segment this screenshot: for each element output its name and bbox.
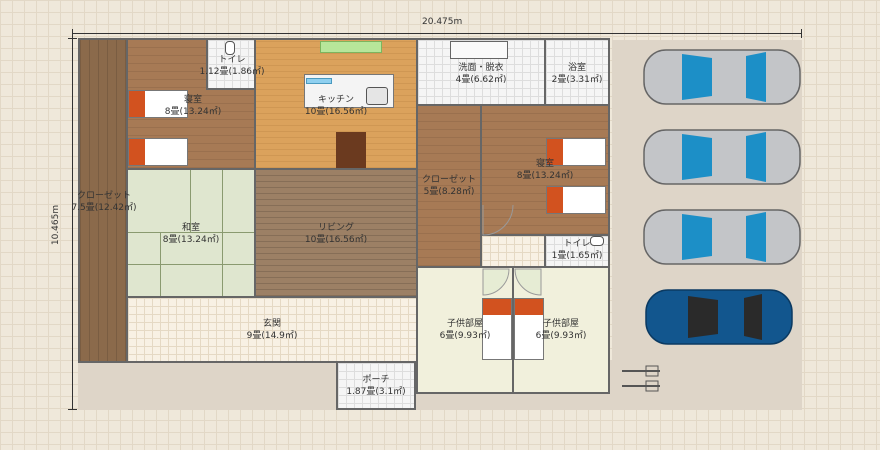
room-name: トイレ <box>218 55 246 65</box>
room-name: キッチン <box>317 95 354 105</box>
kitchen-cabinet <box>320 41 382 53</box>
room-name: 子供部屋 <box>542 319 580 329</box>
entrance[interactable] <box>126 296 418 363</box>
height-dimension-tick-top <box>68 38 77 39</box>
entrance-label: 玄関 9畳(14.9㎡) <box>247 318 298 342</box>
tatami-line <box>128 232 254 233</box>
pillow <box>547 187 563 213</box>
room-name: トイレ <box>563 239 591 249</box>
door-swing-icon <box>482 268 510 296</box>
room-name: クローゼット <box>76 191 132 201</box>
height-dimension-tick-bottom <box>68 409 77 410</box>
sink-icon <box>306 78 332 84</box>
kitchen-label: キッチン 10畳(16.56㎡) <box>305 94 367 118</box>
bicycle-icon <box>622 380 660 392</box>
width-dimension-label: 20.475m <box>422 17 463 27</box>
room-area: 8畳(13.24㎡) <box>516 171 574 181</box>
room-area: 5畳(8.28㎡) <box>423 187 475 197</box>
tatami-line <box>222 170 223 232</box>
bed-icon <box>546 186 606 214</box>
pillow <box>483 299 511 315</box>
closet-center-label: クローゼット 5畳(8.28㎡) <box>422 174 476 198</box>
kids-room-2-label: 子供部屋 6畳(9.93㎡) <box>536 318 587 342</box>
room-name: 子供部屋 <box>446 319 484 329</box>
living[interactable] <box>254 168 418 298</box>
room-area: 4畳(6.62㎡) <box>455 75 507 85</box>
porch-label: ポーチ 1.87畳(3.1㎡) <box>346 374 405 398</box>
room-area: 8畳(13.24㎡) <box>164 107 222 117</box>
porch[interactable] <box>336 361 416 410</box>
height-dimension-line <box>72 38 73 410</box>
bathroom[interactable] <box>544 38 610 106</box>
pillow <box>547 139 563 165</box>
closet-left-label: クローゼット 7.5畳(12.42㎡) <box>71 190 136 214</box>
width-dimension-line <box>72 33 802 34</box>
bedroom-2[interactable] <box>480 104 610 236</box>
bed-icon <box>514 298 544 360</box>
room-name: 寝室 <box>183 95 203 105</box>
room-area: 6畳(9.93㎡) <box>439 331 491 341</box>
bicycle-icon <box>622 365 660 377</box>
wash-basin-icon <box>450 41 508 59</box>
room-name: 和室 <box>181 223 201 233</box>
toilet-2-label: トイレ 1畳(1.65㎡) <box>552 238 603 262</box>
washroom-label: 洗面・脱衣 4畳(6.62㎡) <box>456 62 507 86</box>
bedroom-1-label: 寝室 8畳(13.24㎡) <box>165 94 222 118</box>
car-icon <box>643 129 801 185</box>
tatami-line <box>160 233 161 296</box>
bed-icon <box>128 138 188 166</box>
car-icon <box>643 49 801 105</box>
room-name: 玄関 <box>262 319 282 329</box>
pillow <box>129 139 145 165</box>
door-swing-icon <box>514 268 542 296</box>
tatami-line <box>222 233 223 296</box>
room-area: 6畳(9.93㎡) <box>535 331 587 341</box>
room-area: 7.5畳(12.42㎡) <box>71 203 137 213</box>
room-area: 2畳(3.31㎡) <box>551 75 603 85</box>
car-icon <box>645 289 793 345</box>
room-area: 1.87畳(3.1㎡) <box>346 387 406 397</box>
room-area: 10畳(16.56㎡) <box>304 107 368 117</box>
living-label: リビング 10畳(16.56㎡) <box>305 222 367 246</box>
room-area: 10畳(16.56㎡) <box>304 235 368 245</box>
tatami-line <box>128 264 254 265</box>
dining-table <box>336 132 366 168</box>
door-swing-icon <box>482 204 514 236</box>
height-dimension-label: 10.465m <box>51 204 62 246</box>
room-name: ポーチ <box>362 375 390 385</box>
washitsu-label: 和室 8畳(13.24㎡) <box>163 222 220 246</box>
room-area: 8畳(13.24㎡) <box>162 235 220 245</box>
room-name: 寝室 <box>535 159 555 169</box>
bed-icon <box>546 138 606 166</box>
room-name: クローゼット <box>421 175 477 185</box>
tatami-line <box>190 170 191 232</box>
room-area: 1畳(1.65㎡) <box>551 251 603 261</box>
car-icon <box>643 209 801 265</box>
hallway[interactable] <box>480 234 546 268</box>
pillow <box>515 299 543 315</box>
room-area: 1.12畳(1.86㎡) <box>199 67 265 77</box>
room-name: リビング <box>317 223 354 233</box>
width-dimension-tick-right <box>801 29 802 38</box>
bath-label: 浴室 2畳(3.31㎡) <box>552 62 603 86</box>
stove-icon <box>366 87 388 105</box>
bed-icon <box>128 90 188 118</box>
toilet-icon <box>590 236 604 246</box>
room-name: 洗面・脱衣 <box>458 63 504 73</box>
room-name: 浴室 <box>567 63 587 73</box>
width-dimension-tick-left <box>72 29 73 38</box>
room-area: 9畳(14.9㎡) <box>246 331 298 341</box>
toilet-1-label: トイレ 1.12畳(1.86㎡) <box>199 54 264 78</box>
kids-room-1-label: 子供部屋 6畳(9.93㎡) <box>440 318 491 342</box>
bedroom-2-label: 寝室 8畳(13.24㎡) <box>517 158 574 182</box>
bed-icon <box>482 298 512 360</box>
toilet-icon <box>225 41 235 55</box>
pillow <box>129 91 145 117</box>
